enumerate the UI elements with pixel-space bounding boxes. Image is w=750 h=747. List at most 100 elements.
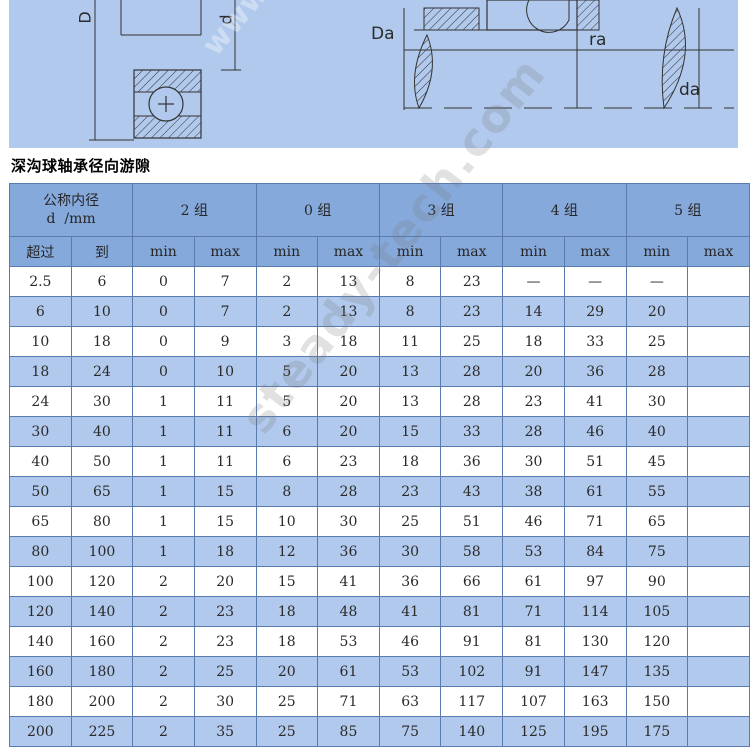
table-cell: 125	[502, 716, 565, 747]
table-cell: 8	[378, 296, 442, 327]
table-cell: 147	[563, 656, 627, 687]
table-cell: 28	[625, 356, 689, 387]
table-cell: 160	[9, 656, 72, 687]
group-0-header: 0 组	[255, 183, 380, 237]
group-2-header: 2 组	[132, 183, 257, 237]
table-cell	[687, 296, 750, 327]
clearance-table: 公称内径 d /mm 2 组 0 组 3 组 4 组 5 组 超过 到 min …	[8, 183, 750, 747]
table-cell: 71	[317, 686, 380, 717]
table-cell: 20	[317, 356, 380, 387]
table-cell: 45	[625, 446, 689, 477]
table-cell: 41	[317, 566, 380, 597]
table-cell: 51	[440, 506, 504, 537]
table-cell	[687, 566, 750, 597]
table-cell: 225	[70, 716, 134, 747]
subheader-max: max	[563, 236, 627, 267]
table-cell: 46	[502, 506, 565, 537]
table-cell	[687, 266, 750, 297]
table-cell: 71	[502, 596, 565, 627]
table-cell: 53	[378, 656, 442, 687]
table-cell: 25	[255, 686, 319, 717]
table-cell: 20	[255, 656, 319, 687]
table-cell: 36	[563, 356, 627, 387]
table-cell: 6	[255, 416, 319, 447]
table-cell: 18	[255, 626, 319, 657]
table-cell: 0	[132, 266, 195, 297]
bearing-drawing	[89, 0, 734, 141]
label-Da: Da	[371, 24, 395, 44]
table-cell: —	[502, 266, 565, 297]
table-cell: 200	[70, 686, 134, 717]
table-cell: 23	[317, 446, 380, 477]
table-cell: 50	[70, 446, 134, 477]
table-cell: 15	[378, 416, 442, 447]
table-cell: 8	[255, 476, 319, 507]
table-cell: 8	[378, 266, 442, 297]
table-cell: 175	[625, 716, 689, 747]
table-cell: 61	[563, 476, 627, 507]
table-cell: 23	[193, 626, 257, 657]
nominal-header-line2: d /mm	[46, 211, 96, 227]
table-cell: 20	[193, 566, 257, 597]
table-cell: 2	[132, 566, 195, 597]
table-cell: —	[625, 266, 689, 297]
table-cell: 36	[317, 536, 380, 567]
table-cell: 48	[317, 596, 380, 627]
subheader-to: 到	[70, 236, 134, 267]
table-cell: 100	[70, 536, 134, 567]
table-cell: 5	[255, 356, 319, 387]
table-cell: 140	[70, 596, 134, 627]
label-ra: ra	[589, 30, 607, 50]
table-cell: 65	[9, 506, 72, 537]
table-cell: 135	[625, 656, 689, 687]
table-cell: 2	[255, 266, 319, 297]
table-cell: 91	[440, 626, 504, 657]
table-cell: 2	[132, 716, 195, 747]
table-cell: 24	[9, 386, 72, 417]
table-cell: 200	[9, 716, 72, 747]
table-cell: 40	[70, 416, 134, 447]
section-title: 深沟球轴承径向游隙	[11, 157, 151, 175]
table-cell: 75	[625, 536, 689, 567]
table-cell: 43	[440, 476, 504, 507]
table-cell: 3	[255, 326, 319, 357]
table-cell	[687, 446, 750, 477]
table-cell: 18	[502, 326, 565, 357]
table-cell: 114	[563, 596, 627, 627]
table-cell: 65	[625, 506, 689, 537]
table-subheader-row: 超过 到 min max min max min max min max min…	[9, 236, 750, 267]
table-cell: 30	[502, 446, 565, 477]
subheader-min: min	[625, 236, 689, 267]
table-cell: 25	[440, 326, 504, 357]
table-cell: 23	[440, 296, 504, 327]
table-cell: 13	[317, 266, 380, 297]
subheader-max: max	[317, 236, 380, 267]
table-cell: 23	[440, 266, 504, 297]
table-cell: 41	[378, 596, 442, 627]
table-cell: 20	[625, 296, 689, 327]
table-cell: 30	[70, 386, 134, 417]
table-cell: 30	[625, 386, 689, 417]
subheader-min: min	[378, 236, 442, 267]
table-cell: 6	[255, 446, 319, 477]
table-cell: 81	[502, 626, 565, 657]
table-cell: 30	[378, 536, 442, 567]
label-D: D	[75, 11, 95, 24]
table-cell: 36	[440, 446, 504, 477]
table-cell: 11	[193, 386, 257, 417]
table-cell: 1	[132, 446, 195, 477]
table-cell: 24	[70, 356, 134, 387]
table-cell: 75	[378, 716, 442, 747]
table-cell: 0	[132, 296, 195, 327]
table-cell: 51	[563, 446, 627, 477]
table-cell: 0	[132, 326, 195, 357]
table-cell: 117	[440, 686, 504, 717]
table-cell: 25	[625, 326, 689, 357]
table-cell: 105	[625, 596, 689, 627]
table-cell: 33	[440, 416, 504, 447]
table-cell	[687, 656, 750, 687]
table-cell: 9	[193, 326, 257, 357]
